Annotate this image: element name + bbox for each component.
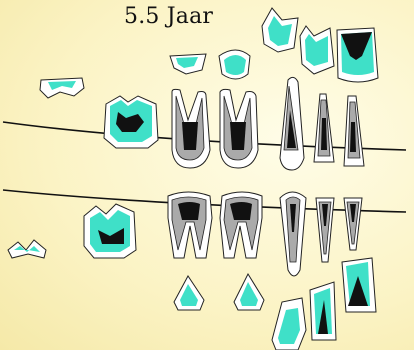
lower-canine-bud — [272, 298, 306, 350]
lower-central-incisor — [344, 198, 362, 250]
upper-premolar-bud — [219, 50, 250, 79]
lower-premolar-bud-2 — [234, 274, 264, 310]
upper-molar-crown — [104, 96, 158, 148]
lower-canine — [280, 192, 306, 276]
upper-lateral-incisor-bud — [300, 26, 334, 74]
upper-canine — [280, 77, 304, 170]
upper-lateral-incisor — [314, 94, 334, 162]
upper-molar-bud-far — [40, 78, 84, 98]
upper-permanent-molar-1 — [172, 89, 210, 168]
lower-lateral-incisor — [316, 198, 334, 262]
lower-permanent-molar-1 — [168, 192, 212, 258]
lower-lateral-incisor-bud — [310, 282, 336, 340]
lower-premolar-bud-1 — [174, 276, 204, 310]
upper-crown-bud-small — [170, 54, 206, 74]
upper-central-incisor-bud — [337, 28, 378, 82]
lower-central-incisor-bud — [342, 258, 376, 312]
lower-permanent-molar-2 — [220, 192, 262, 258]
lower-molar-crown — [84, 204, 136, 258]
upper-canine-bud — [262, 8, 298, 52]
upper-permanent-molar-2 — [220, 89, 258, 168]
lower-molar-bud-far — [8, 240, 46, 258]
upper-central-incisor — [344, 96, 364, 166]
